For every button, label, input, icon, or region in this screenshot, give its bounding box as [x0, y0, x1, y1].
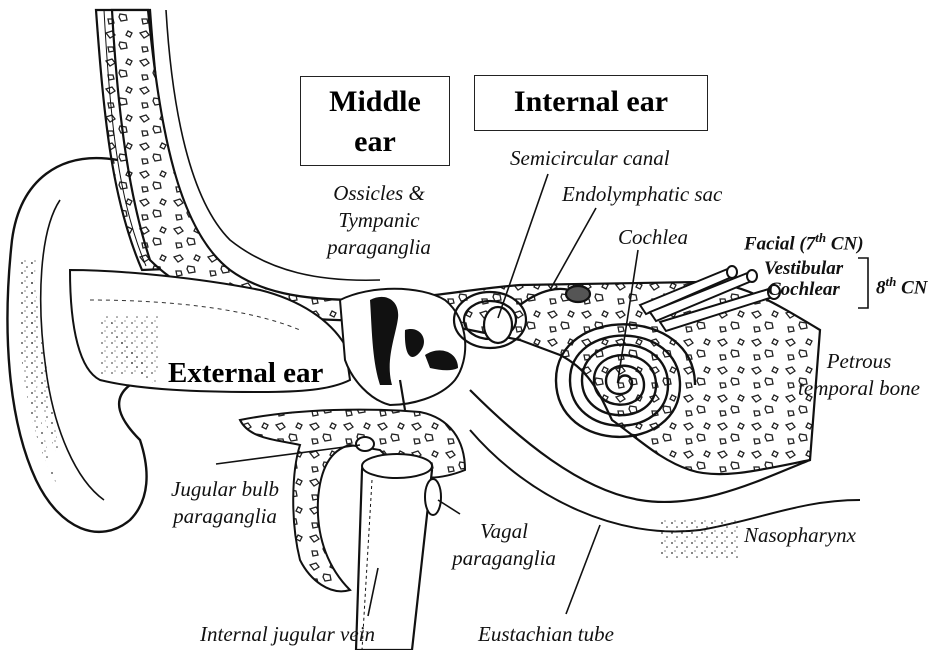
petrous-line-2: temporal bone — [784, 375, 934, 402]
external-ear-title: External ear — [168, 357, 323, 390]
middle-ear-title: Middle ear — [325, 82, 425, 162]
vagal-paraganglia-body — [425, 479, 441, 515]
jugular-bulb-line-2: paraganglia — [158, 503, 292, 530]
eustachian-tube-label: Eustachian tube — [478, 621, 614, 648]
petrous-line-1: Petrous — [784, 348, 934, 375]
jugular-bulb-body — [356, 437, 374, 451]
internal-ear-box: Internal ear — [474, 75, 708, 131]
facial-sup: th — [815, 230, 826, 245]
ossicles-line-3: paraganglia — [314, 234, 444, 261]
jugular-bulb-label: Jugular bulb paraganglia — [158, 476, 292, 530]
middle-ear-cavity — [340, 289, 465, 410]
internal-jugular-vein-label: Internal jugular vein — [200, 621, 375, 648]
facial-prefix: Facial (7 — [744, 233, 815, 254]
facial-nerve-label: Facial (7th CN) — [744, 224, 864, 257]
cochlea-label: Cochlea — [618, 224, 688, 251]
endolymphatic-sac-label: Endolymphatic sac — [562, 181, 722, 208]
petrous-bone-band — [112, 10, 820, 474]
internal-ear-title: Internal ear — [514, 85, 668, 118]
vagal-line-2: paraganglia — [444, 545, 564, 572]
ossicles-line-2: Tympanic — [314, 207, 444, 234]
semicircular-canal-label: Semicircular canal — [510, 145, 670, 172]
middle-ear-box: Middle ear — [300, 76, 450, 166]
eighth-sup: th — [886, 274, 897, 289]
eighth-prefix: 8 — [876, 277, 886, 298]
vagal-line-1: Vagal — [444, 518, 564, 545]
nasopharynx-label: Nasopharynx — [744, 522, 856, 549]
petrous-temporal-bone-label: Petrous temporal bone — [784, 348, 934, 402]
ossicles-line-1: Ossicles & — [314, 180, 444, 207]
facial-suffix: CN) — [826, 233, 863, 254]
eighth-nerve-label: 8th CN — [876, 268, 928, 301]
vagal-paraganglia-label: Vagal paraganglia — [444, 518, 564, 572]
vestibular-label: Vestibular — [764, 258, 843, 279]
jugular-bulb-line-1: Jugular bulb — [158, 476, 292, 503]
ossicles-label: Ossicles & Tympanic paraganglia — [314, 180, 444, 261]
cochlear-label: Cochlear — [768, 279, 840, 300]
eighth-suffix: CN — [896, 277, 927, 298]
